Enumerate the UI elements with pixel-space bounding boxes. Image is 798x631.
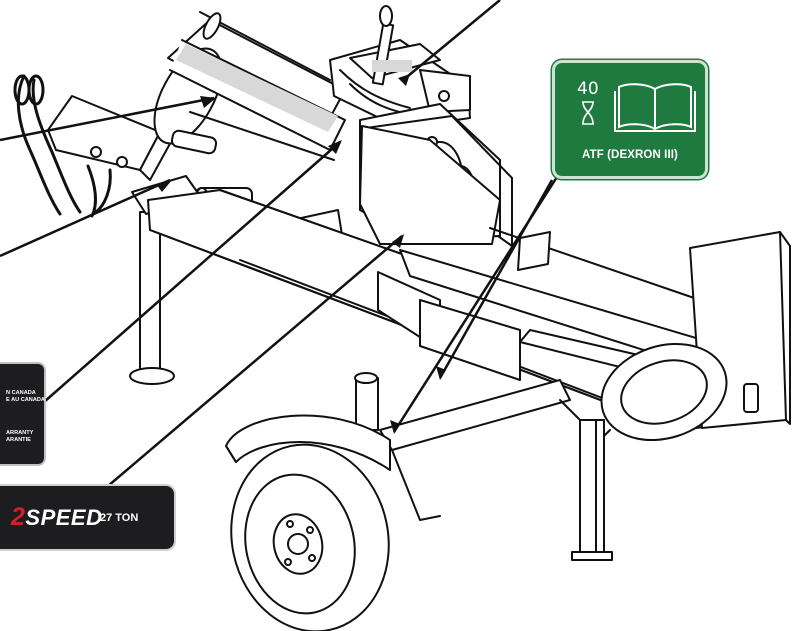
safety-chains: [13, 74, 112, 218]
leader-lines: [0, 0, 566, 487]
warranty-line-2: ARANTIE: [6, 437, 31, 443]
front-wheel: [230, 443, 390, 631]
log-cradle: [377, 231, 551, 381]
open-book-icon: [614, 83, 696, 132]
hitch-tongue: [47, 95, 173, 181]
atf-fluid-label: 40 ATF (DEXRON III): [552, 60, 708, 179]
made-in-canada-label: N CANADA E AU CANADA ARRANTY ARANTIE: [0, 362, 46, 466]
leader-arrowheads: [156, 74, 446, 434]
fender: [225, 414, 391, 471]
canada-line-1: N CANADA: [6, 390, 36, 396]
speed-prefix: 2: [11, 503, 26, 531]
tonnage-text: 27 TON: [100, 512, 139, 524]
warranty-line-1: ARRANTY: [6, 430, 34, 436]
wedge-plate: [359, 125, 501, 245]
canada-line-2: E AU CANADA: [6, 397, 45, 403]
atf-text: ATF (DEXRON III): [582, 149, 678, 161]
speed-wordmark: 2SPEED: [11, 503, 103, 532]
axle-frame: [354, 372, 611, 521]
rear-wheel: [600, 342, 728, 442]
rear-leg: [571, 419, 613, 561]
speed-word: SPEED: [25, 505, 103, 530]
interval-number: 40: [577, 79, 599, 99]
hourglass-icon: [582, 101, 594, 125]
hydraulic-cylinder: [153, 11, 346, 161]
handle-grip: [170, 129, 218, 155]
valve-decal: [372, 60, 412, 72]
two-speed-label: 2SPEED 27 TON: [0, 484, 176, 551]
